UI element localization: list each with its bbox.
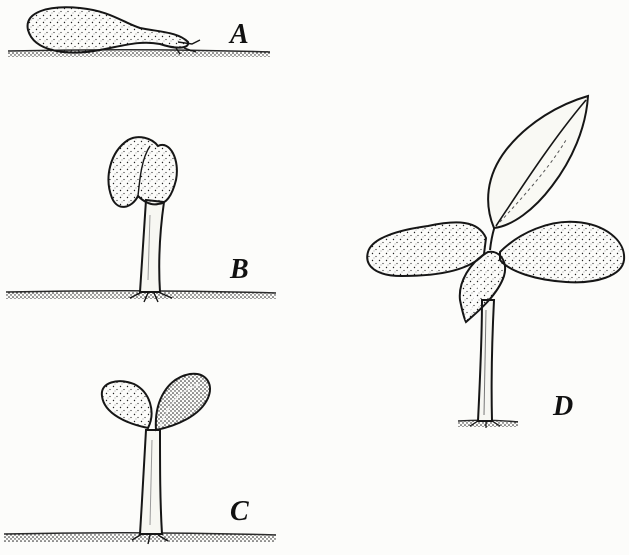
- label-a: A: [228, 19, 249, 50]
- stage-b: B: [6, 137, 276, 302]
- stage-a: A: [8, 7, 270, 57]
- cotyledon-right-c: [156, 374, 210, 430]
- hook-cotyledons-b: [109, 137, 177, 207]
- true-leaf-upper-d: [488, 96, 588, 228]
- label-b: B: [229, 254, 249, 285]
- hypocotyl-c: [140, 430, 162, 534]
- seed-a: [28, 7, 200, 54]
- label-c: C: [230, 496, 249, 527]
- soil-line-a: [8, 50, 270, 57]
- cotyledon-left-c: [102, 381, 152, 428]
- stage-d: D: [367, 96, 624, 428]
- cotyledon-right-d: [500, 222, 624, 283]
- hypocotyl-b: [140, 200, 164, 292]
- label-d: D: [552, 391, 573, 422]
- cotyledon-left-d: [367, 222, 486, 276]
- stage-c: C: [4, 374, 276, 544]
